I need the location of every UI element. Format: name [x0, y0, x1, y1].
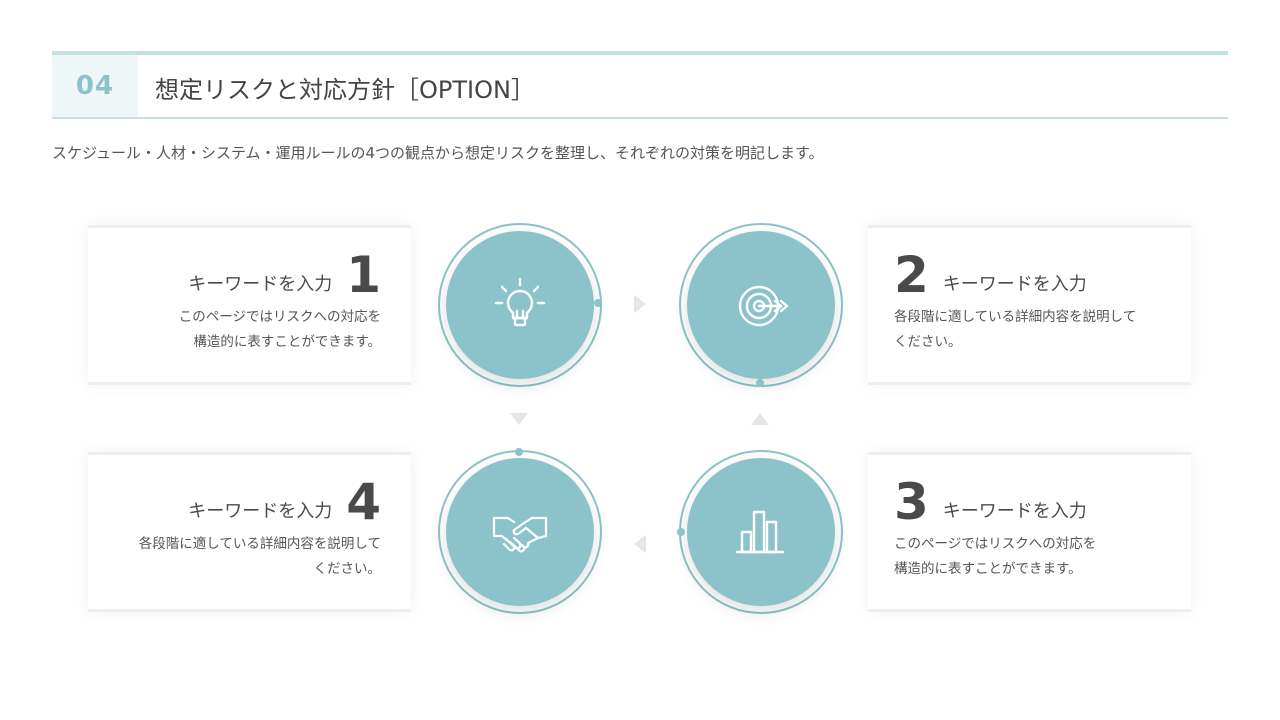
step-card-1: キーワードを入力 1 このページではリスクへの対応を 構造的に表すことができます…: [88, 225, 411, 385]
section-number: 04: [75, 71, 115, 101]
header-bottom-rule: [52, 117, 1228, 119]
step-circle-3: [677, 450, 843, 614]
flow-arrow-right: [634, 295, 646, 313]
step-heading-3: 3 キーワードを入力: [894, 477, 1087, 527]
step-number-4: 4: [346, 473, 381, 531]
step-circle-1: [438, 223, 602, 387]
step-description-4: 各段階に適している詳細内容を説明して ください。: [139, 532, 381, 582]
step-card-4: キーワードを入力 4 各段階に適している詳細内容を説明して ください。: [88, 452, 411, 612]
step-card-2: 2 キーワードを入力 各段階に適している詳細内容を説明して ください。: [868, 225, 1191, 385]
target-icon: [738, 285, 789, 327]
step-circle-2: [679, 223, 843, 387]
step-description-4-line1: 各段階に適している詳細内容を説明して: [138, 536, 381, 552]
step-description-1: このページではリスクへの対応を 構造的に表すことができます。: [179, 305, 381, 355]
bar-chart-icon: [735, 510, 785, 554]
step-heading-2: 2 キーワードを入力: [894, 250, 1087, 300]
step-description-1-line1: このページではリスクへの対応を: [178, 309, 381, 325]
step-description-2-line1: 各段階に適している詳細内容を説明して: [894, 309, 1137, 325]
step-circle-4: [438, 448, 602, 614]
header-top-rule: [52, 51, 1228, 55]
step-number-2: 2: [894, 246, 929, 304]
flow-arrow-up: [751, 413, 769, 425]
step-description-2: 各段階に適している詳細内容を説明して ください。: [894, 305, 1136, 355]
step-description-3: このページではリスクへの対応を 構造的に表すことができます。: [894, 532, 1096, 582]
connector-dot-1: [594, 299, 602, 307]
step-keyword-4: キーワードを入力: [188, 501, 333, 522]
step-description-3-line2: 構造的に表すことができます。: [894, 561, 1082, 577]
section-number-box: 04: [52, 55, 138, 117]
step-keyword-3: キーワードを入力: [942, 501, 1087, 522]
handshake-icon: [492, 516, 548, 553]
step-circle-1-fill: [446, 231, 594, 379]
flow-arrow-left: [634, 535, 646, 553]
connector-dot-4: [515, 448, 523, 456]
connector-dot-2: [756, 379, 764, 387]
lightbulb-icon: [494, 277, 546, 327]
step-description-3-line1: このページではリスクへの対応を: [894, 536, 1097, 552]
step-keyword-2: キーワードを入力: [942, 274, 1087, 295]
step-keyword-1: キーワードを入力: [188, 274, 333, 295]
step-description-2-line2: ください。: [894, 334, 962, 350]
connector-dot-3: [677, 528, 685, 536]
step-heading-1: キーワードを入力 1: [188, 250, 381, 300]
step-card-3: 3 キーワードを入力 このページではリスクへの対応を 構造的に表すことができます…: [868, 452, 1191, 612]
step-number-1: 1: [346, 246, 381, 304]
step-circle-3-fill: [687, 458, 835, 606]
page-subtitle: スケジュール・人材・システム・運用ルールの4つの観点から想定リスクを整理し、それ…: [52, 144, 824, 162]
step-description-4-line2: ください。: [313, 561, 382, 577]
page-title: 想定リスクと対応方針［OPTION］: [155, 76, 535, 104]
step-heading-4: キーワードを入力 4: [188, 477, 381, 527]
step-description-1-line2: 構造的に表すことができます。: [193, 334, 381, 350]
flow-arrow-down: [510, 413, 528, 425]
step-number-3: 3: [894, 473, 929, 531]
